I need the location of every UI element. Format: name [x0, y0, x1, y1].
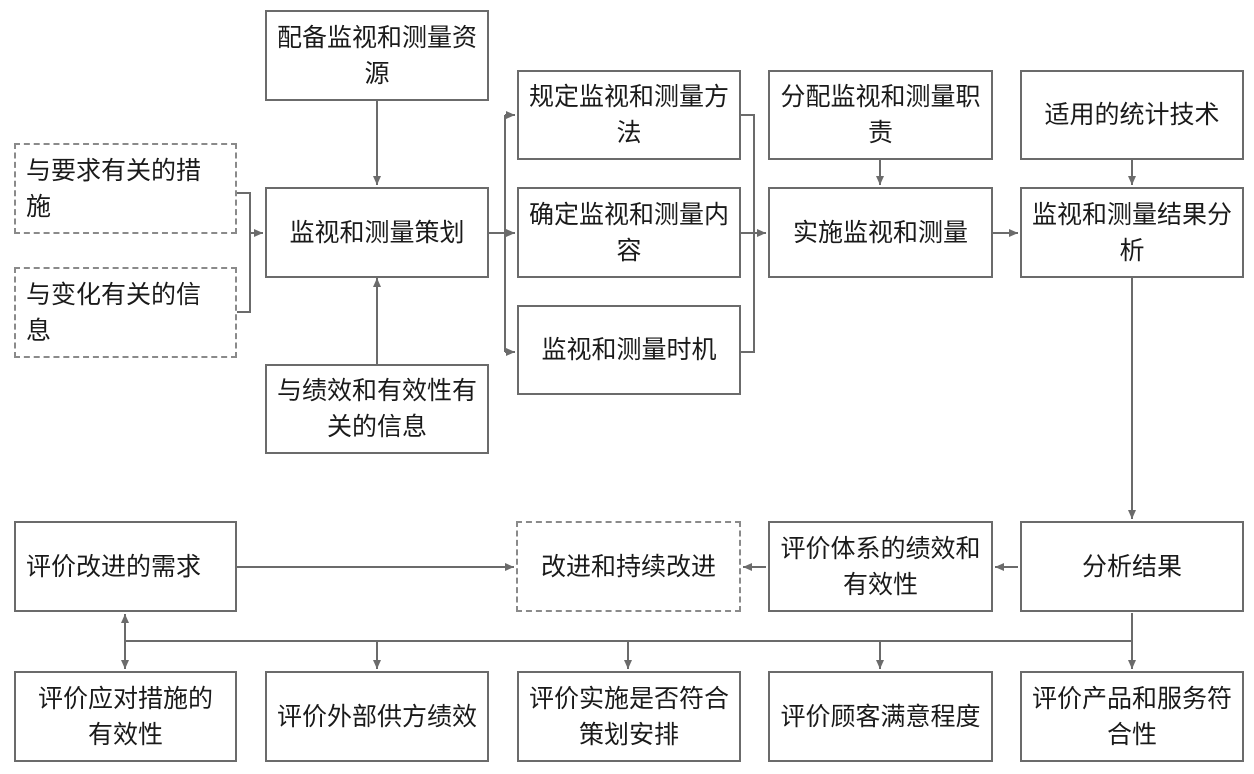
label-eval-system: 评价体系的绩效和有效性 — [780, 533, 981, 599]
box-eval-product: 评价产品和服务符合性 — [1020, 671, 1244, 762]
label-eval-product: 评价产品和服务符合性 — [1032, 683, 1233, 749]
label-content: 确定监视和测量内容 — [529, 199, 730, 265]
label-duties: 分配监视和测量职责 — [780, 82, 981, 147]
box-eval-supplier: 评价外部供方绩效 — [265, 671, 489, 762]
box-eval-measures: 评价应对措施的有效性 — [14, 671, 237, 762]
box-results: 分析结果 — [1020, 521, 1244, 612]
label-req-measures: 与要求有关的措施 — [26, 155, 202, 221]
box-improve: 改进和持续改进 — [516, 521, 741, 612]
box-eval-customer: 评价顾客满意程度 — [768, 671, 993, 762]
box-duties: 分配监视和测量职责 — [768, 70, 993, 160]
box-analysis: 监视和测量结果分析 — [1020, 187, 1244, 278]
label-analysis: 监视和测量结果分析 — [1032, 199, 1233, 265]
box-planning: 监视和测量策划 — [265, 187, 489, 278]
label-eval-supplier: 评价外部供方绩效 — [277, 701, 478, 731]
box-perf-info: 与绩效和有效性有关的信息 — [265, 364, 489, 454]
box-implement: 实施监视和测量 — [768, 187, 993, 278]
label-improve: 改进和持续改进 — [540, 551, 716, 581]
box-content: 确定监视和测量内容 — [517, 187, 741, 278]
box-method: 规定监视和测量方法 — [517, 70, 741, 160]
bracket-left-inputs — [237, 192, 251, 313]
label-eval-measures: 评价应对措施的有效性 — [37, 683, 213, 749]
label-stats: 适用的统计技术 — [1044, 100, 1220, 129]
box-req-measures: 与要求有关的措施 — [14, 143, 237, 234]
label-timing: 监视和测量时机 — [541, 335, 717, 364]
label-eval-needs: 评价改进的需求 — [26, 551, 202, 581]
box-stats: 适用的统计技术 — [1020, 70, 1244, 160]
box-eval-plan: 评价实施是否符合策划安排 — [517, 671, 741, 762]
line-results-to-bus — [125, 613, 1133, 642]
label-implement: 实施监视和测量 — [792, 217, 968, 247]
label-method: 规定监视和测量方法 — [529, 82, 730, 147]
box-eval-system: 评价体系的绩效和有效性 — [768, 521, 993, 612]
box-change-info: 与变化有关的信息 — [14, 267, 237, 358]
label-planning: 监视和测量策划 — [289, 217, 465, 247]
label-perf-info: 与绩效和有效性有关的信息 — [277, 376, 478, 441]
box-timing: 监视和测量时机 — [517, 305, 741, 395]
box-eval-needs: 评价改进的需求 — [14, 521, 237, 612]
label-resources: 配备监视和测量资源 — [277, 22, 478, 88]
label-results: 分析结果 — [1081, 551, 1182, 581]
label-eval-customer: 评价顾客满意程度 — [780, 701, 981, 731]
label-eval-plan: 评价实施是否符合策划安排 — [529, 683, 730, 749]
label-change-info: 与变化有关的信息 — [26, 279, 202, 345]
box-resources: 配备监视和测量资源 — [265, 10, 489, 101]
